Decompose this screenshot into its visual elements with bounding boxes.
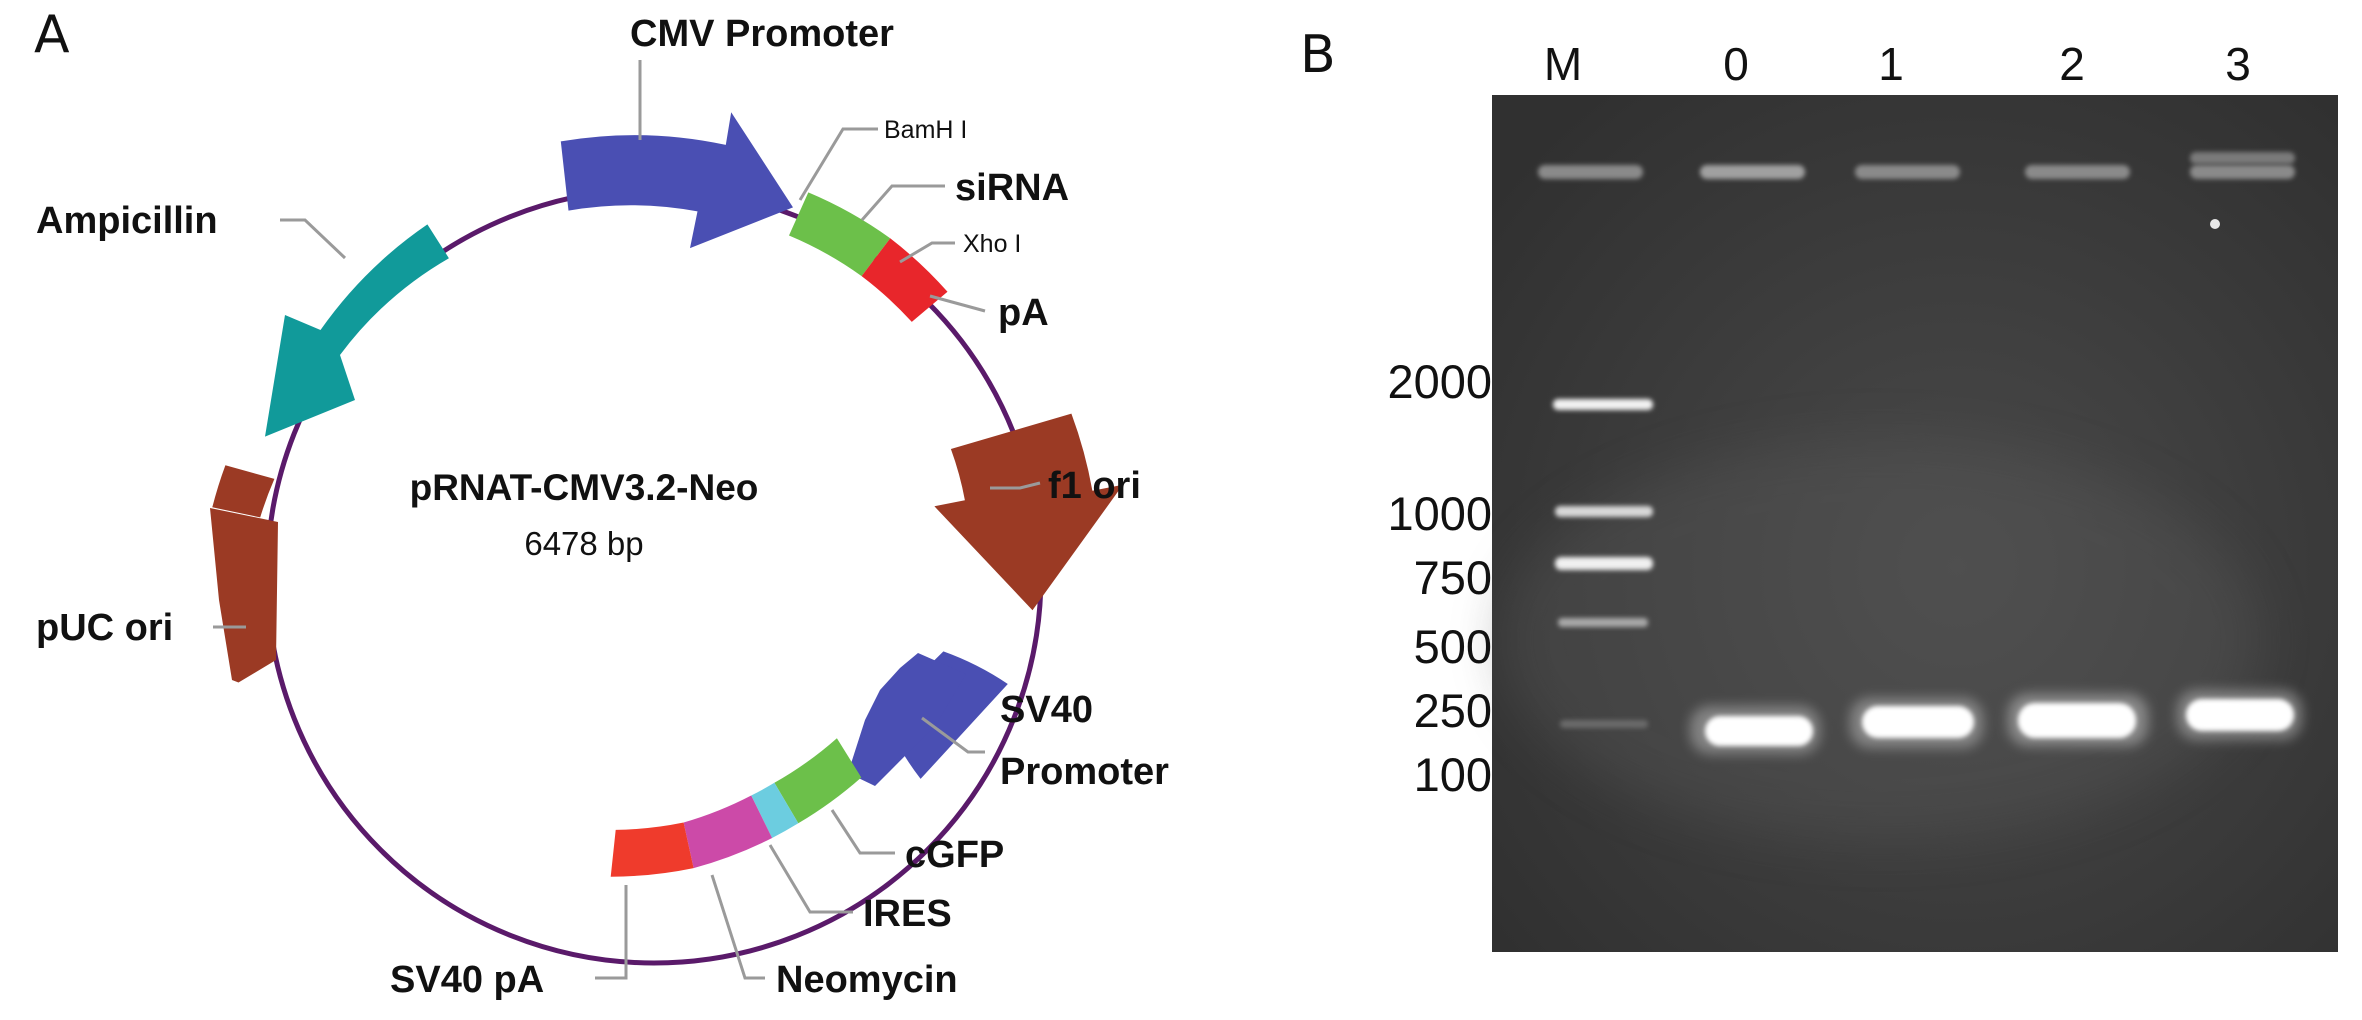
pa-segment: [861, 238, 948, 322]
gel-smear: [1500, 440, 2260, 840]
label-cmv-promoter: CMV Promoter: [630, 13, 894, 55]
label-sv40-promoter-line2: Promoter: [1000, 751, 1169, 793]
leader-xho1: [899, 241, 955, 264]
well: [1855, 165, 1960, 179]
sample-band-lane-2: [2018, 703, 2136, 738]
label-xho1: Xho I: [963, 230, 1021, 258]
ladder-bands: [1553, 399, 1653, 728]
lane-label-1: 1: [1878, 38, 1904, 90]
well: [1538, 165, 1643, 179]
leader-sirna: [860, 184, 945, 221]
label-sv40-promoter-line1: SV40: [1000, 689, 1093, 731]
leader-bamh1: [798, 127, 878, 201]
label-ampicillin: Ampicillin: [36, 200, 218, 242]
well: [2190, 152, 2295, 164]
well: [2190, 165, 2295, 179]
label-cgfp: cGFP: [905, 834, 1004, 876]
leader-ampicillin: [280, 218, 347, 260]
ladder-band-1000: [1555, 506, 1653, 517]
plasmid-name: pRNAT-CMV3.2-Neo: [410, 467, 759, 508]
ladder-band-2000: [1553, 399, 1653, 410]
leader-sv40-pa: [595, 885, 628, 980]
gel-wells: [1538, 152, 2295, 229]
panel-a-letter: A: [34, 5, 70, 65]
cmv-promoter-arrow: [560, 112, 793, 249]
ires-segment: [751, 782, 799, 838]
leader-f1: [990, 481, 1041, 490]
label-bamh1: BamH I: [884, 116, 967, 144]
label-puc-ori: pUC ori: [36, 607, 173, 649]
sample-bands: [1690, 690, 2302, 754]
label-neomycin: Neomycin: [776, 959, 958, 1001]
cgfp-segment: [774, 738, 862, 824]
size-marker-100: 100: [1414, 748, 1492, 801]
sirna-segment: [789, 192, 891, 277]
label-pa: pA: [998, 292, 1049, 334]
label-sv40-pa: SV40 pA: [390, 959, 544, 1001]
leader-neomycin: [710, 874, 765, 980]
well: [1700, 165, 1805, 179]
size-marker-500: 500: [1414, 620, 1492, 673]
puc-ori-segment: [210, 465, 278, 683]
lane-label-2: 2: [2059, 38, 2085, 90]
lane-label-0: 0: [1723, 38, 1749, 90]
leader-pa: [929, 294, 986, 313]
label-sirna: siRNA: [955, 167, 1069, 209]
panel-a: A: [34, 5, 1169, 1001]
label-f1-ori: f1 ori: [1048, 465, 1141, 507]
leader-cgfp: [830, 809, 895, 855]
size-marker-1000: 1000: [1387, 487, 1492, 540]
ampicillin-arrow: [265, 224, 449, 437]
sv40-pa-segment: [610, 822, 694, 877]
ladder-band-250: [1560, 720, 1648, 728]
leader-ires: [768, 844, 853, 914]
label-ires: IRES: [863, 893, 952, 935]
panel-b-letter: B: [1300, 25, 1336, 85]
panel-b: B: [1300, 25, 2338, 952]
leader-sv40-promoter: [921, 716, 985, 754]
gel-speck: [2210, 219, 2220, 229]
well: [2025, 165, 2130, 179]
size-marker-750: 750: [1414, 551, 1492, 604]
size-marker-2000: 2000: [1387, 355, 1492, 408]
sv40-promoter-arrow-head: [848, 653, 966, 786]
ladder-band-500: [1558, 618, 1648, 627]
sample-band-lane-1: [1862, 706, 1974, 738]
ladder-band-750: [1555, 557, 1653, 570]
f1-ori-arrow: [934, 413, 1123, 611]
plasmid-size: 6478 bp: [524, 525, 643, 562]
sample-band-lane-0: [1705, 716, 1813, 746]
lane-label-m: M: [1544, 38, 1582, 90]
lane-label-3: 3: [2225, 38, 2251, 90]
neomycin-segment: [683, 795, 773, 869]
sample-band-lane-3: [2186, 699, 2294, 731]
size-marker-250: 250: [1414, 684, 1492, 737]
